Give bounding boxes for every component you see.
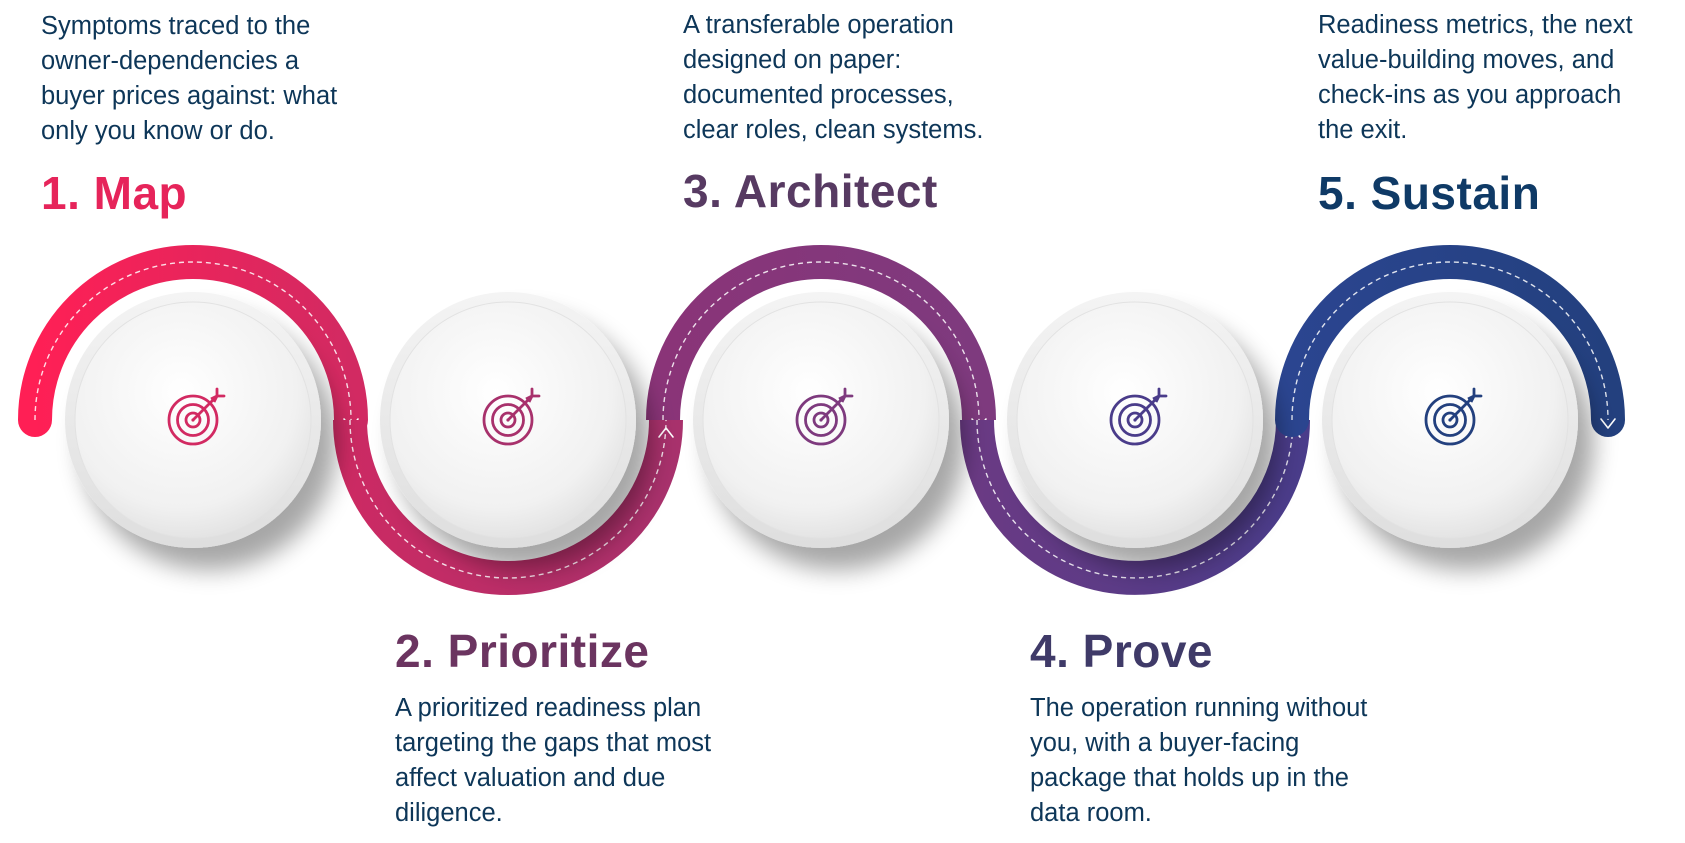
- arrowhead-icon: [1600, 418, 1616, 429]
- step-2-arc: [333, 419, 683, 595]
- step-3-description: A transferable operation designed on pap…: [683, 11, 984, 144]
- step-5-title: 5. Sustain: [1318, 167, 1541, 219]
- step-2-title: 2. Prioritize: [395, 625, 650, 677]
- step-5-description: Readiness metrics, the next value-buildi…: [1318, 11, 1633, 144]
- step-2-description: A prioritized readiness plan targeting t…: [395, 694, 712, 827]
- arrowhead-icon: [658, 427, 674, 438]
- step-4-description: The operation running without you, with …: [1030, 694, 1368, 827]
- step-1-description: Symptoms traced to the owner-dependencie…: [41, 12, 338, 145]
- step-1-title: 1. Map: [41, 167, 188, 219]
- step-4-title: 4. Prove: [1030, 625, 1213, 677]
- step-3-title: 3. Architect: [683, 165, 938, 217]
- step-5-arc: [1275, 245, 1625, 437]
